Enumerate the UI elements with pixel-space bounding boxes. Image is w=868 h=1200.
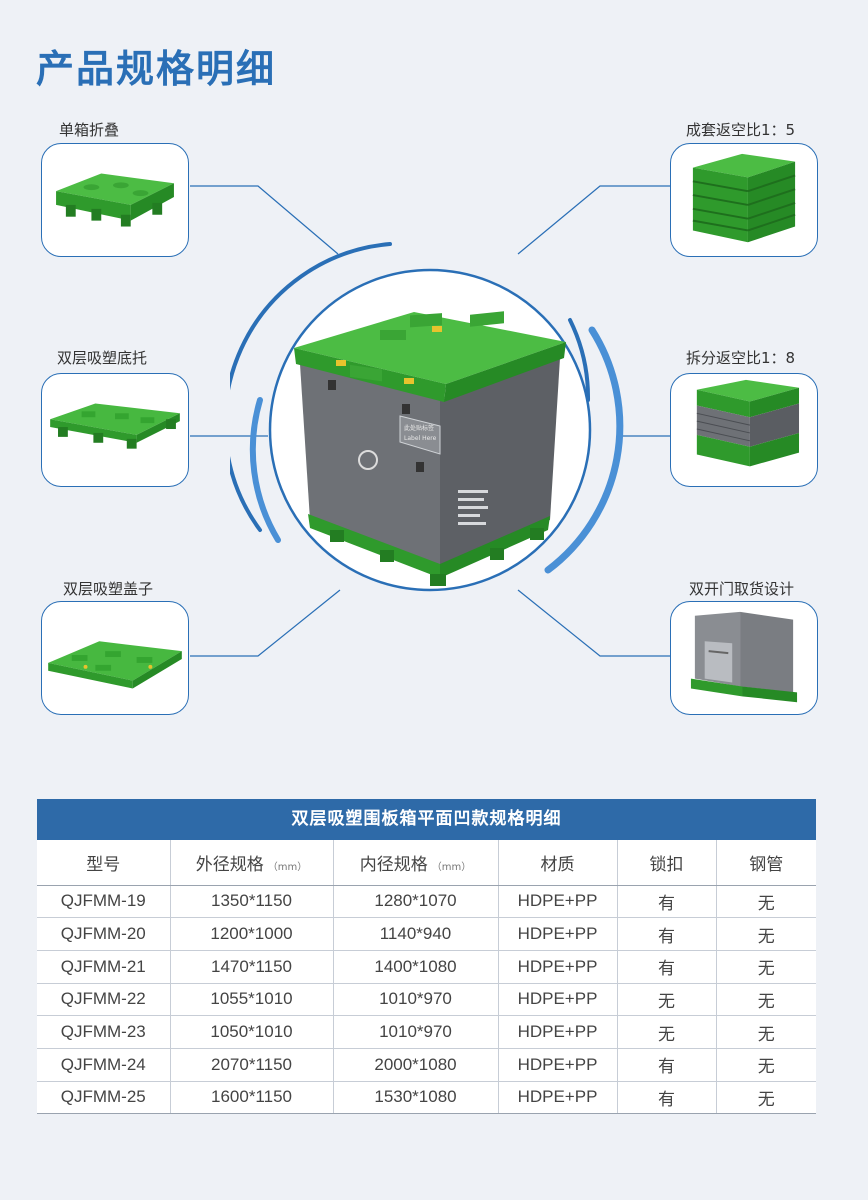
cell-lock: 有 bbox=[617, 885, 717, 919]
cell-lock: 有 bbox=[617, 1081, 717, 1115]
cell-inner: 1530*1080 bbox=[333, 1081, 499, 1115]
stacked-set-image bbox=[692, 153, 796, 243]
feature-label-set-return-ratio: 成套返空比1：5 bbox=[686, 121, 796, 139]
table-row: QJFMM-22 1055*1010 1010*970 HDPE+PP 无 无 bbox=[37, 983, 816, 1017]
label-here-cn: 此处贴标签 bbox=[404, 424, 434, 432]
header-inner-size: 内径规格（mm） bbox=[333, 840, 499, 886]
pallet-box-image: 此处贴标签 Label Here bbox=[230, 242, 624, 592]
cell-material: HDPE+PP bbox=[498, 1048, 618, 1082]
cell-inner: 2000*1080 bbox=[333, 1048, 499, 1082]
table-row: QJFMM-21 1470*1150 1400*1080 HDPE+PP 有 无 bbox=[37, 950, 816, 984]
cell-tube: 无 bbox=[716, 1015, 816, 1049]
cell-lock: 有 bbox=[617, 1048, 717, 1082]
cell-model: QJFMM-23 bbox=[37, 1015, 171, 1049]
double-lid-image bbox=[48, 641, 182, 689]
cell-material: HDPE+PP bbox=[498, 885, 618, 919]
folded-box-image bbox=[56, 173, 174, 227]
cell-tube: 无 bbox=[716, 1048, 816, 1082]
thumb-split-return bbox=[670, 373, 818, 487]
table-row: QJFMM-24 2070*1150 2000*1080 HDPE+PP 有 无 bbox=[37, 1048, 816, 1082]
thumb-set-return bbox=[670, 143, 818, 257]
cell-inner: 1280*1070 bbox=[333, 885, 499, 919]
split-stack-image bbox=[696, 379, 800, 467]
cell-outer: 1350*1150 bbox=[170, 885, 334, 919]
feature-label-double-lid: 双层吸塑盖子 bbox=[63, 580, 154, 598]
feature-label-double-base: 双层吸塑底托 bbox=[57, 349, 148, 367]
table-row: QJFMM-20 1200*1000 1140*940 HDPE+PP 有 无 bbox=[37, 917, 816, 951]
cell-model: QJFMM-24 bbox=[37, 1048, 171, 1082]
product-hero: 此处贴标签 Label Here bbox=[230, 230, 630, 630]
double-base-pallet-image bbox=[50, 403, 180, 449]
thumb-double-door bbox=[670, 601, 818, 715]
cell-tube: 无 bbox=[716, 950, 816, 984]
cell-tube: 无 bbox=[716, 983, 816, 1017]
cell-lock: 有 bbox=[617, 950, 717, 984]
header-material: 材质 bbox=[498, 840, 618, 886]
open-door-box-image bbox=[690, 611, 798, 703]
cell-model: QJFMM-19 bbox=[37, 885, 171, 919]
thumb-double-base bbox=[41, 373, 189, 487]
cell-tube: 无 bbox=[716, 885, 816, 919]
thumb-double-lid bbox=[41, 601, 189, 715]
cell-lock: 无 bbox=[617, 983, 717, 1017]
header-steel-tube: 钢管 bbox=[716, 840, 816, 886]
cell-lock: 无 bbox=[617, 1015, 717, 1049]
header-lock: 锁扣 bbox=[617, 840, 717, 886]
cell-model: QJFMM-21 bbox=[37, 950, 171, 984]
table-row: QJFMM-23 1050*1010 1010*970 HDPE+PP 无 无 bbox=[37, 1015, 816, 1049]
cell-inner: 1010*970 bbox=[333, 1015, 499, 1049]
cell-material: HDPE+PP bbox=[498, 1015, 618, 1049]
page-title: 产品规格明细 bbox=[36, 47, 277, 91]
recycle-icon bbox=[358, 450, 378, 470]
cell-outer: 1600*1150 bbox=[170, 1081, 334, 1115]
cell-tube: 无 bbox=[716, 1081, 816, 1115]
feature-label-single-fold: 单箱折叠 bbox=[59, 121, 120, 139]
cell-outer: 1055*1010 bbox=[170, 983, 334, 1017]
cell-model: QJFMM-25 bbox=[37, 1081, 171, 1115]
feature-label-split-return-ratio: 拆分返空比1：8 bbox=[686, 349, 796, 367]
table-header-row: 型号 外径规格（mm） 内径规格（mm） 材质 锁扣 钢管 bbox=[37, 840, 816, 886]
table-row: QJFMM-25 1600*1150 1530*1080 HDPE+PP 有 无 bbox=[37, 1081, 816, 1115]
cell-model: QJFMM-20 bbox=[37, 917, 171, 951]
cell-outer: 1050*1010 bbox=[170, 1015, 334, 1049]
header-model: 型号 bbox=[37, 840, 171, 886]
spec-table: 双层吸塑围板箱平面凹款规格明细 型号 外径规格（mm） 内径规格（mm） 材质 … bbox=[37, 799, 816, 1115]
header-outer-size: 外径规格（mm） bbox=[170, 840, 334, 886]
cell-lock: 有 bbox=[617, 917, 717, 951]
cell-model: QJFMM-22 bbox=[37, 983, 171, 1017]
table-title: 双层吸塑围板箱平面凹款规格明细 bbox=[37, 799, 816, 840]
cell-material: HDPE+PP bbox=[498, 1081, 618, 1115]
cell-outer: 1470*1150 bbox=[170, 950, 334, 984]
table-row: QJFMM-19 1350*1150 1280*1070 HDPE+PP 有 无 bbox=[37, 885, 816, 919]
thumb-single-fold bbox=[41, 143, 189, 257]
label-here-en: Label Here bbox=[404, 435, 437, 442]
cell-inner: 1010*970 bbox=[333, 983, 499, 1017]
cell-tube: 无 bbox=[716, 917, 816, 951]
cell-outer: 2070*1150 bbox=[170, 1048, 334, 1082]
cell-material: HDPE+PP bbox=[498, 917, 618, 951]
feature-label-double-door: 双开门取货设计 bbox=[689, 580, 795, 598]
cell-material: HDPE+PP bbox=[498, 950, 618, 984]
cell-inner: 1400*1080 bbox=[333, 950, 499, 984]
cell-outer: 1200*1000 bbox=[170, 917, 334, 951]
cell-material: HDPE+PP bbox=[498, 983, 618, 1017]
cell-inner: 1140*940 bbox=[333, 917, 499, 951]
spec-table-grid: 型号 外径规格（mm） 内径规格（mm） 材质 锁扣 钢管 QJFMM-19 1… bbox=[37, 840, 816, 1115]
